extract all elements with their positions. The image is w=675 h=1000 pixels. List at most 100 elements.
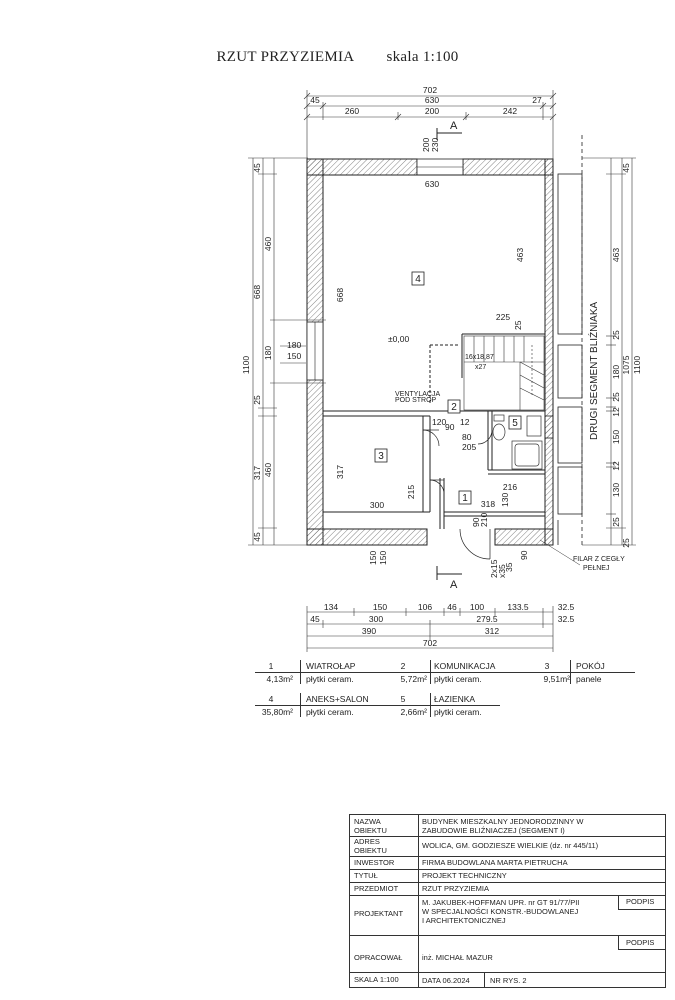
title-block: NAZWA OBIEKTU BUDYNEK MIESZKALNY JEDNORO… xyxy=(349,814,666,988)
tb-tytul-value: PROJEKT TECHNICZNY xyxy=(422,871,507,880)
entry-dim-216: 216 xyxy=(503,482,517,492)
room3-width: 300 xyxy=(370,500,384,510)
stairs-steps-2: x27 xyxy=(475,364,486,371)
tb-adres-value: WOLICA, GM. GODZIESZE WIELKIE (dz. nr 44… xyxy=(422,841,599,850)
floor-level: ±0,00 xyxy=(388,334,409,344)
bottom-dim-32-5: 32.5 xyxy=(558,602,575,612)
right-dim-12b: 12 xyxy=(611,461,621,471)
right-dim-25c: 25 xyxy=(611,517,621,527)
room-tag-3: 3 xyxy=(378,451,384,462)
staircase xyxy=(463,335,545,411)
corridor-dim-12: 12 xyxy=(460,417,470,427)
window-dim-x35: x35 xyxy=(497,564,507,578)
right-dim-12a: 12 xyxy=(611,407,621,417)
tb-adres-label: ADRES OBIEKTU xyxy=(354,837,387,855)
ventilation-label-2: POD STROP xyxy=(395,397,437,404)
entry-dim-318: 318 xyxy=(481,499,495,509)
bottom-dim-702: 702 xyxy=(423,638,437,648)
room4-height: 668 xyxy=(335,288,345,302)
bottom-dim-312: 312 xyxy=(485,626,499,636)
right-dim-25b: 25 xyxy=(611,392,621,402)
stairs-steps: 16x18,87 xyxy=(465,354,494,361)
tb-podpis-2: PODPIS xyxy=(626,938,655,947)
right-dim-130: 130 xyxy=(611,483,621,497)
tb-przedmiot-value: RZUT PRZYZIEMIA xyxy=(422,884,489,893)
window-dim-150c: 150 xyxy=(378,551,388,565)
hatched-column xyxy=(544,415,554,439)
right-dim-25a: 25 xyxy=(611,330,621,340)
tb-tytul-label: TYTUŁ xyxy=(354,871,378,880)
bottom-dim-106: 106 xyxy=(418,602,432,612)
left-dim-317: 317 xyxy=(252,466,262,480)
bottom-dim-45: 45 xyxy=(310,614,320,624)
stairs-dim-25: 25 xyxy=(513,320,523,330)
tb-projektant-value: M. JAKUBEK-HOFFMAN UPR. nr GT 91/77/PII … xyxy=(422,898,580,925)
entry-dim-210: 210 xyxy=(479,513,489,527)
door-dim-80: 80 xyxy=(462,432,472,442)
left-dim-668: 668 xyxy=(252,285,262,299)
right-dim-463: 463 xyxy=(611,248,621,262)
tb-opracowal-label: OPRACOWAŁ xyxy=(354,953,403,962)
entry-dim-90b: 90 xyxy=(519,550,529,560)
room-tag-5: 5 xyxy=(512,418,518,429)
door-dim-90: 90 xyxy=(445,422,455,432)
right-dim-45: 45 xyxy=(621,163,631,173)
tb-podpis-1: PODPIS xyxy=(626,897,655,906)
room-tag-2: 2 xyxy=(451,402,457,413)
top-dim-27: 27 xyxy=(532,95,542,105)
exterior-walls xyxy=(306,158,554,546)
tb-data: DATA 06.2024 xyxy=(422,976,470,985)
bottom-dim-100: 100 xyxy=(470,602,484,612)
right-dimensions xyxy=(582,157,636,546)
bottom-dimensions xyxy=(306,606,554,652)
plan-scale: skala 1:100 xyxy=(386,49,459,65)
right-dim-180: 180 xyxy=(611,365,621,379)
room3-dim-215: 215 xyxy=(406,485,416,499)
pillar-label: FILAR Z CEGŁY xyxy=(573,556,625,563)
top-dim-total: 702 xyxy=(423,85,437,95)
tb-nazwa-label: NAZWA OBIEKTU xyxy=(354,817,387,835)
corridor-dim-120: 120 xyxy=(432,417,446,427)
section-marker-bottom xyxy=(436,566,462,580)
pillar-label-2: PEŁNEJ xyxy=(583,565,609,572)
room-tag-1: 1 xyxy=(462,493,468,504)
top-dim-630: 630 xyxy=(425,95,439,105)
room-tags xyxy=(374,271,522,505)
adjacent-segment-label: DRUGI SEGMENT BLIŹNIAKA xyxy=(587,301,600,440)
interior-walls xyxy=(323,174,546,529)
tb-projektant-label: PROJEKTANT xyxy=(354,909,404,918)
bottom-dim-300: 300 xyxy=(369,614,383,624)
page-title: RZUT PRZYZIEMIA skala 1:100 xyxy=(0,49,675,66)
bottom-dim-46: 46 xyxy=(447,602,457,612)
room4-width: 630 xyxy=(425,179,439,189)
bottom-dim-390: 390 xyxy=(362,626,376,636)
left-dim-45b: 45 xyxy=(252,532,262,542)
door-dim-205: 205 xyxy=(462,442,476,452)
entry-dim-35: 35 xyxy=(504,562,514,572)
tb-przedmiot-label: PRZEDMIOT xyxy=(354,884,399,893)
doors xyxy=(422,429,493,560)
left-dim-460b: 460 xyxy=(263,463,273,477)
bathroom-fixtures xyxy=(492,414,543,470)
top-dim-260: 260 xyxy=(345,106,359,116)
bottom-dim-279-5: 279.5 xyxy=(476,614,498,624)
right-dim-150: 150 xyxy=(611,430,621,444)
room-tag-4: 4 xyxy=(415,274,421,285)
tb-nr-rys: NR RYS. 2 xyxy=(490,976,527,985)
window-dim-180: 180 xyxy=(287,340,301,350)
bottom-dim-150: 150 xyxy=(373,602,387,612)
left-dim-45a: 45 xyxy=(252,163,262,173)
right-dim-25d: 25 xyxy=(621,538,631,548)
window-dim-150: 150 xyxy=(287,351,301,361)
room3-height: 317 xyxy=(335,465,345,479)
tb-inwestor-label: INWESTOR xyxy=(354,858,395,867)
right-dim-1100: 1100 xyxy=(632,356,642,375)
bottom-dim-134: 134 xyxy=(324,602,338,612)
plan-title: RZUT PRZYZIEMIA xyxy=(216,49,355,65)
section-label-top: A xyxy=(450,120,458,132)
bottom-dim-32-5b: 32.5 xyxy=(558,614,575,624)
ventilation-label: VENTYLACJA xyxy=(395,391,440,398)
section-label-bottom: A xyxy=(450,579,458,591)
bottom-dim-133-5: 133.5 xyxy=(507,602,529,612)
top-dim-242: 242 xyxy=(503,106,517,116)
